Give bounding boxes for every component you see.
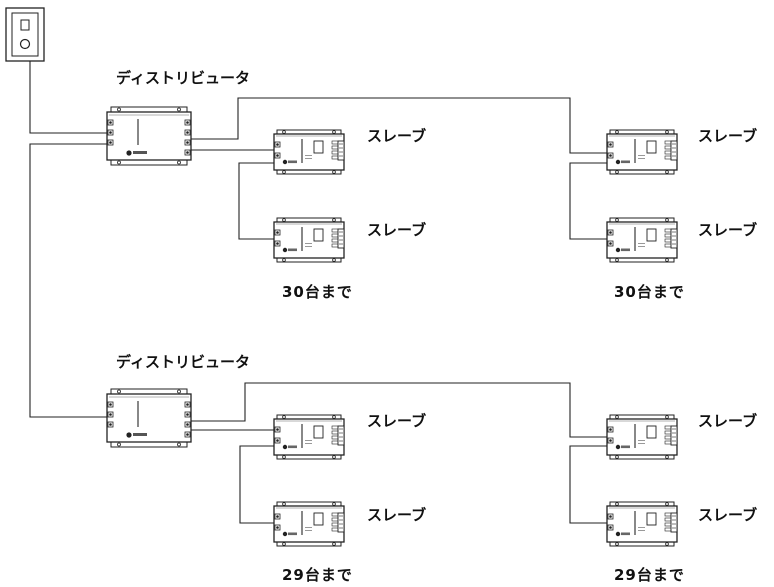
- slave-g1-right-1-device: [606, 129, 678, 175]
- g1-right-count-label: 30台まで: [614, 283, 685, 301]
- wall-outlet-icon: [5, 7, 45, 62]
- slave-g1-right-2-device: [606, 217, 678, 263]
- slave-g1-left-2-device: [273, 217, 345, 263]
- distributor-1-label: ディストリビュータ: [116, 69, 250, 87]
- slave-g2-left-2-device: [273, 501, 345, 547]
- slave-g2-right-1-label: スレーブ: [698, 412, 758, 430]
- g1-left-count-label: 30台まで: [282, 283, 353, 301]
- g2-left-count-label: 29台まで: [282, 566, 353, 584]
- slave-g1-right-2-label: スレーブ: [698, 221, 758, 239]
- slave-g1-right-1-label: スレーブ: [698, 127, 758, 145]
- wires: [29, 61, 609, 524]
- slave-g2-right-2-device: [606, 501, 678, 547]
- slave-g1-left-1-device: [273, 129, 345, 175]
- slave-g2-left-1-label: スレーブ: [367, 412, 427, 430]
- g2-right-count-label: 29台まで: [614, 566, 685, 584]
- slave-g2-left-1-device: [273, 414, 345, 460]
- slave-g1-left-1-label: スレーブ: [367, 127, 427, 145]
- distributor-2-device: [106, 388, 192, 448]
- slave-g2-left-2-label: スレーブ: [367, 506, 427, 524]
- distributor-1-device: [106, 106, 192, 166]
- distributor-2-label: ディストリビュータ: [116, 353, 250, 371]
- slave-g1-left-2-label: スレーブ: [367, 221, 427, 239]
- slave-g2-right-2-label: スレーブ: [698, 506, 758, 524]
- slave-g2-right-1-device: [606, 414, 678, 460]
